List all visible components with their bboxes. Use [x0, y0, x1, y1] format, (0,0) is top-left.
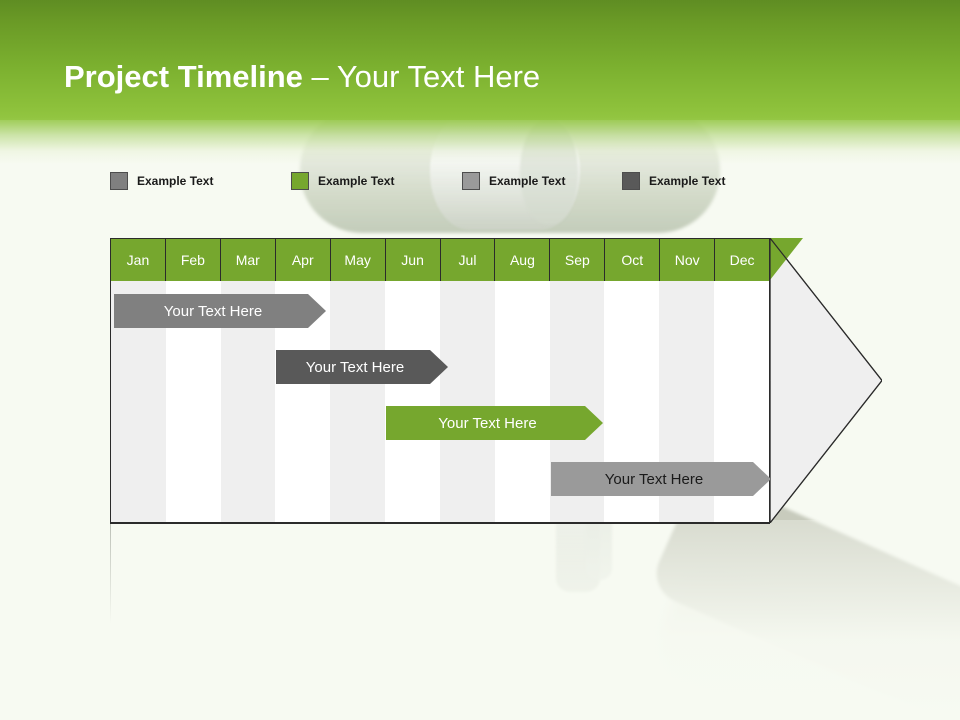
title-banner — [0, 0, 960, 120]
page-title-strong: Project Timeline — [64, 59, 303, 94]
month-header-dec[interactable]: Dec — [715, 239, 770, 281]
legend-item-3[interactable]: Example Text — [462, 170, 565, 192]
legend-item-4[interactable]: Example Text — [622, 170, 725, 192]
month-header-sep[interactable]: Sep — [550, 239, 606, 281]
background-bottom-wash — [0, 520, 960, 720]
month-header-feb[interactable]: Feb — [165, 239, 221, 281]
timeline-left-stripe — [110, 524, 111, 624]
grid-column-jul — [439, 281, 495, 522]
timeline-bar-4[interactable]: Your Text Here — [551, 462, 771, 496]
legend-swatch-icon — [622, 172, 640, 190]
timeline-arrow-head-svg — [769, 236, 883, 525]
legend-item-label: Example Text — [649, 174, 726, 188]
timeline-bar-label: Your Text Here — [163, 302, 263, 320]
grid-column-aug — [494, 281, 550, 522]
arrow-head-outline — [769, 236, 883, 525]
month-header-jun[interactable]: Jun — [385, 239, 441, 281]
grid-column-may — [330, 281, 386, 522]
legend-swatch-icon — [110, 172, 128, 190]
arrow-head-green-cap — [770, 238, 803, 280]
title-banner-fade — [0, 118, 960, 164]
timeline-bar-label: Your Text Here — [305, 358, 405, 376]
legend-item-label: Example Text — [318, 174, 395, 188]
legend-swatch-icon — [462, 172, 480, 190]
legend-item-label: Example Text — [489, 174, 566, 188]
background-arm-shadow — [645, 560, 960, 720]
timeline-bar-3[interactable]: Your Text Here — [386, 406, 603, 440]
timeline-bar-2[interactable]: Your Text Here — [276, 350, 448, 384]
timeline-bar-label: Your Text Here — [604, 470, 704, 488]
month-header-aug[interactable]: Aug — [495, 239, 551, 281]
legend-item-label: Example Text — [137, 174, 214, 188]
grid-column-jun — [385, 281, 440, 522]
month-header-apr[interactable]: Apr — [275, 239, 331, 281]
legend-item-2[interactable]: Example Text — [291, 170, 394, 192]
month-header-jan[interactable]: Jan — [111, 239, 166, 281]
timeline-arrow-head — [769, 236, 883, 525]
month-header-nov[interactable]: Nov — [660, 239, 716, 281]
page-title-light: – Your Text Here — [302, 59, 541, 94]
legend: Example Text Example Text Example Text Exam… — [110, 170, 830, 192]
month-header-mar[interactable]: Mar — [220, 239, 276, 281]
timeline-bar-label: Your Text Here — [438, 414, 537, 432]
page-title: Project Timeline – Your Text Here — [64, 58, 540, 96]
arrow-head-body — [769, 236, 883, 525]
timeline-bar-1[interactable]: Your Text Here — [114, 294, 326, 328]
timeline-bottom-rule — [110, 523, 770, 524]
month-header-jul[interactable]: Jul — [440, 239, 496, 281]
month-header-oct[interactable]: Oct — [605, 239, 661, 281]
legend-swatch-icon — [291, 172, 309, 190]
legend-item-1[interactable]: Example Text — [110, 170, 213, 192]
month-header-may[interactable]: May — [330, 239, 386, 281]
